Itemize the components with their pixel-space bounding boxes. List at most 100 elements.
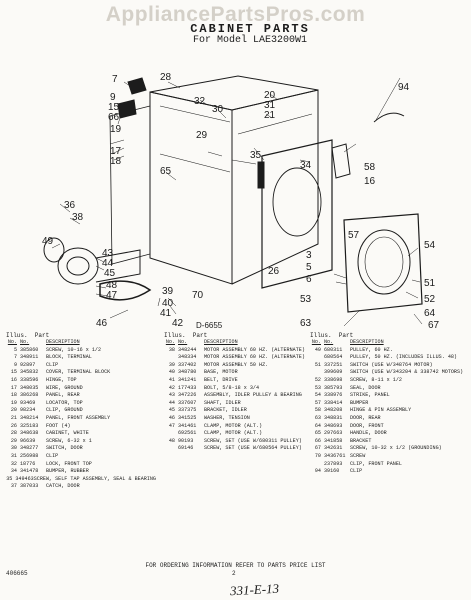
part-description: CATCH, DOOR [46, 483, 80, 490]
part-no: 325183 [20, 422, 39, 429]
callout: 45 [104, 268, 116, 279]
exploded-parts-diagram: 7 28 9 15 66 19 17 18 32 30 20 31 21 35 … [42, 72, 440, 330]
callout: 70 [192, 290, 204, 301]
part-no: 348035 [20, 384, 39, 391]
column-subheading: No.No.DESCRIPTION [6, 339, 156, 347]
callout: 57 [348, 230, 360, 241]
door-window [357, 229, 411, 295]
part-no: 297663 [324, 430, 343, 437]
part-description: SWITCH, DOOR [46, 445, 83, 452]
cabinet-side [149, 91, 233, 285]
illus-no: 32 [10, 460, 17, 467]
illus-no [310, 461, 324, 469]
part-no: 338414 [324, 399, 343, 406]
illus-no: 30 [10, 445, 17, 452]
part-no: 348334 [178, 354, 197, 361]
callout: 51 [424, 278, 436, 289]
part-description: STRIKE, PANEL [350, 392, 390, 399]
part-description: SCREW, 10-32 x 1/2 (GROUNDING) [350, 445, 442, 452]
callout: 43 [102, 248, 114, 259]
part-description: MOTOR ASSEMBLY 60 HZ. (ALTERNATE) [204, 346, 305, 353]
illus-no: 57 [314, 399, 321, 406]
illus-no [310, 369, 324, 377]
callout: 20 [264, 90, 276, 101]
part-no: 337402 [178, 361, 197, 368]
part-description: PULLEY, 60 HZ. [350, 346, 393, 353]
illus-no: 45 [168, 407, 175, 414]
part-description: LOCATOR, TOP [46, 399, 83, 406]
part-no: 386268 [20, 392, 39, 399]
part-description: CLIP, FRONT PANEL [350, 460, 402, 467]
page-title: CABINET PARTS [190, 22, 310, 36]
part-no: 177433 [178, 384, 197, 391]
terminal-block [127, 77, 147, 95]
illus-no: 7 [13, 354, 17, 361]
part-row: 237893 CLIP, FRONT PANEL [310, 461, 468, 469]
part-description: SWITCH (USE W/348764 MOTOR) [350, 361, 433, 368]
illus-no: 35 [6, 475, 13, 482]
illus-no: 51 [314, 361, 321, 368]
part-description: CLIP [46, 361, 59, 368]
callout: 65 [160, 166, 172, 177]
part-description: CABINET, WHITE [46, 430, 89, 437]
part-no: 98234 [20, 407, 36, 414]
model-subtitle: For Model LAE3200W1 [192, 35, 308, 46]
callout: 94 [398, 82, 410, 93]
callout: 29 [196, 130, 208, 141]
illus-no: 52 [314, 376, 321, 383]
part-no: 348638 [20, 430, 39, 437]
illus-no: 48 [168, 437, 175, 444]
part-no: 90193 [178, 437, 194, 444]
part-description: SCREW [350, 452, 366, 459]
part-no: 348244 [178, 346, 197, 353]
clip-94 [373, 112, 405, 123]
part-description: ASSEMBLY, IDLER PULLEY & BEARING [204, 392, 302, 399]
callout: 41 [160, 308, 172, 319]
part-description: BASE, MOTOR [204, 369, 238, 376]
callout: 47 [106, 290, 118, 301]
part-no: 345832 [20, 369, 39, 376]
subheading-cell: DESCRIPTION [350, 339, 384, 345]
illus-no: 29 [10, 437, 17, 444]
part-description: PANEL, FRONT ASSEMBLY [46, 414, 111, 421]
part-description: BUMPER [350, 399, 369, 406]
illus-no: 66 [314, 437, 321, 444]
callout: 31 [264, 100, 276, 111]
illus-no: 67 [314, 445, 321, 452]
diagram-code: D-6655 [196, 321, 223, 330]
callout-labels: 7 28 9 15 66 19 17 18 32 30 20 31 21 35 … [42, 72, 440, 330]
part-no: 348780 [178, 369, 197, 376]
callout: 16 [364, 176, 376, 187]
part-no: 348911 [20, 354, 39, 361]
part-no: 342631 [324, 445, 343, 452]
illus-no: 47 [168, 422, 175, 429]
callout: 15 [108, 102, 120, 113]
illus-no [164, 445, 178, 453]
part-no: 680311 [324, 346, 343, 353]
page-header: CABINET PARTS For Model LAE3200W1 [150, 22, 350, 46]
callout: 6 [306, 274, 312, 285]
part-no: 237893 [324, 460, 343, 467]
